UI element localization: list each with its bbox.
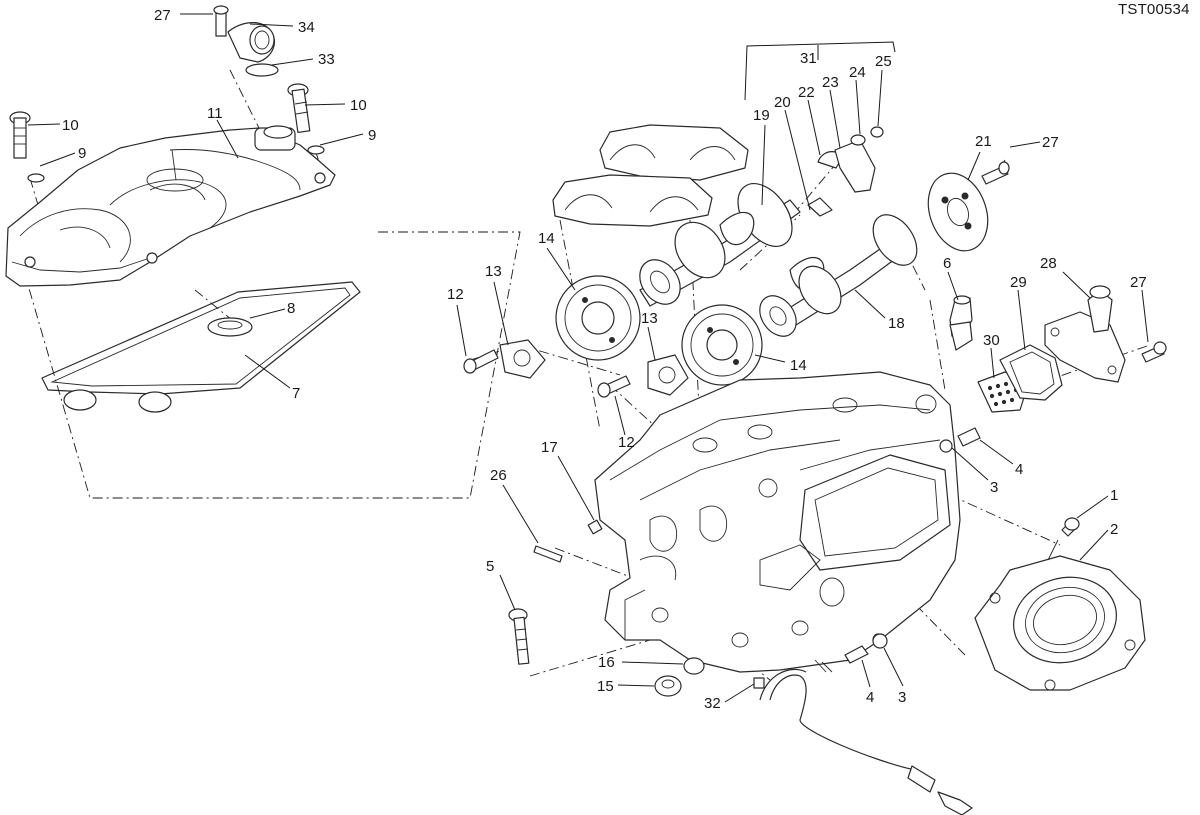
breather-fitting bbox=[213, 5, 279, 77]
callout-34: 34 bbox=[298, 19, 315, 36]
temperature-sensor-upper bbox=[939, 427, 981, 453]
callout-12: 12 bbox=[618, 434, 635, 451]
spark-plug-seal bbox=[207, 317, 253, 337]
callout-labels: 27 34 33 10 9 11 10 9 8 7 31 19 20 22 23… bbox=[62, 7, 1147, 712]
callout-15: 15 bbox=[597, 678, 614, 695]
callout-26: 26 bbox=[490, 467, 507, 484]
callout-27: 27 bbox=[154, 7, 171, 24]
cover-screw-far-right bbox=[1141, 341, 1167, 363]
callout-21: 21 bbox=[975, 133, 992, 150]
decompressor-parts bbox=[807, 126, 884, 217]
head-bolt bbox=[508, 608, 530, 665]
vent-hose bbox=[759, 659, 973, 815]
intake-flange bbox=[974, 555, 1146, 691]
callout-14: 14 bbox=[538, 230, 555, 247]
callout-3: 3 bbox=[990, 479, 998, 496]
callout-22: 22 bbox=[798, 84, 815, 101]
callout-30: 30 bbox=[983, 332, 1000, 349]
plate-bolt-upper bbox=[463, 349, 499, 374]
callout-14: 14 bbox=[790, 357, 807, 374]
leader-lines bbox=[27, 13, 1149, 703]
callout-16: 16 bbox=[598, 654, 615, 671]
callout-25: 25 bbox=[875, 53, 892, 70]
timing-gear-upper bbox=[555, 275, 641, 361]
camshaft-caps bbox=[552, 124, 749, 227]
dowel-pin bbox=[587, 519, 603, 535]
callout-11: 11 bbox=[207, 105, 223, 122]
intake-flange-screw bbox=[1047, 517, 1080, 561]
callout-2: 2 bbox=[1110, 521, 1118, 538]
tone-wheel bbox=[927, 172, 989, 252]
plug-oring bbox=[683, 657, 705, 675]
callout-24: 24 bbox=[849, 64, 866, 81]
camshaft-lower bbox=[759, 214, 918, 337]
callout-18: 18 bbox=[888, 315, 905, 332]
callout-27: 27 bbox=[1130, 274, 1147, 291]
callout-9: 9 bbox=[368, 127, 376, 144]
callout-19: 19 bbox=[753, 107, 770, 124]
callout-32: 32 bbox=[704, 695, 721, 712]
valve-cover-gasket bbox=[41, 281, 361, 413]
callout-27: 27 bbox=[1042, 134, 1059, 151]
callout-17: 17 bbox=[541, 439, 558, 456]
callout-31: 31 bbox=[800, 50, 817, 67]
callout-10: 10 bbox=[350, 97, 367, 114]
callout-9: 9 bbox=[78, 145, 86, 162]
callout-7: 7 bbox=[292, 385, 300, 402]
cover-screw-left bbox=[9, 111, 45, 183]
callout-6: 6 bbox=[943, 255, 951, 272]
callout-3: 3 bbox=[898, 689, 906, 706]
callout-23: 23 bbox=[822, 74, 839, 91]
camshaft-upper bbox=[639, 183, 801, 307]
reference-code: TST00534 bbox=[1118, 1, 1190, 18]
stud-sensor bbox=[949, 295, 973, 351]
callout-28: 28 bbox=[1040, 255, 1057, 272]
callout-20: 20 bbox=[774, 94, 791, 111]
timing-gear-lower bbox=[681, 304, 763, 386]
callout-33: 33 bbox=[318, 51, 335, 68]
cover-screw-right bbox=[287, 83, 325, 155]
plug bbox=[654, 675, 682, 697]
callout-29: 29 bbox=[1010, 274, 1027, 291]
callout-13: 13 bbox=[641, 310, 658, 327]
breather-cover bbox=[1044, 285, 1126, 383]
callout-10: 10 bbox=[62, 117, 79, 134]
callout-4: 4 bbox=[866, 689, 874, 706]
sensor-plate-lower bbox=[647, 354, 689, 396]
valve-cover bbox=[5, 125, 336, 287]
callout-8: 8 bbox=[287, 300, 295, 317]
stud bbox=[533, 545, 563, 563]
callout-4: 4 bbox=[1015, 461, 1023, 478]
sensor-washer-lower bbox=[872, 633, 888, 649]
callout-5: 5 bbox=[486, 558, 494, 575]
tone-wheel-screw bbox=[981, 161, 1010, 185]
cylinder-head bbox=[594, 371, 961, 673]
plate-bolt-lower bbox=[597, 375, 631, 398]
sensor-plate-upper bbox=[499, 339, 546, 379]
callout-1: 1 bbox=[1110, 487, 1118, 504]
bush bbox=[753, 677, 765, 689]
callout-13: 13 bbox=[485, 263, 502, 280]
callout-12: 12 bbox=[447, 286, 464, 303]
filter-frame bbox=[999, 344, 1063, 401]
